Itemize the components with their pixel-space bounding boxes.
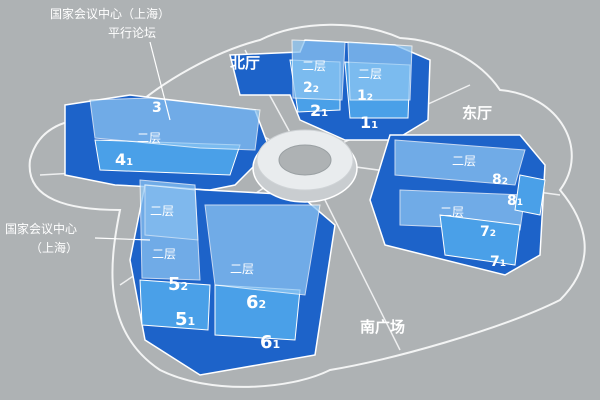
hall-7-2-floor-label: 二层 <box>440 205 464 219</box>
svg-text:21: 21 <box>310 101 328 120</box>
svg-text:41: 41 <box>115 150 133 169</box>
hall-6-1[interactable]: 61 <box>260 332 280 353</box>
svg-text:82: 82 <box>492 172 508 188</box>
center-ring <box>252 129 358 203</box>
south-plaza-label: 南广场 <box>360 318 405 336</box>
svg-text:71: 71 <box>490 254 506 270</box>
svg-text:12: 12 <box>357 88 373 104</box>
forum-leader-line <box>149 41 171 121</box>
north-hall-label: 北厅 <box>230 54 260 72</box>
hall-3[interactable]: 3 <box>152 100 162 116</box>
west-petal <box>64 94 271 191</box>
nec-annotation-line1: 国家会议中心 <box>5 221 77 236</box>
hall-2-2[interactable]: 22 <box>303 80 319 96</box>
svg-text:72: 72 <box>480 224 496 240</box>
south-petal <box>129 179 336 376</box>
svg-text:11: 11 <box>360 113 378 132</box>
nec-leader-line <box>94 237 151 241</box>
east-hall-label: 东厅 <box>462 104 492 122</box>
hall-5-1[interactable]: 51 <box>175 309 195 330</box>
forum-annotation-line1: 国家会议中心（上海） <box>50 6 170 21</box>
hall-2-2-floor-label: 二层 <box>302 59 326 73</box>
hall-5-3-floor-label: 二层 <box>150 204 174 218</box>
hall-5-2[interactable]: 52 <box>168 274 188 295</box>
hall-8-1[interactable]: 81 <box>507 193 523 209</box>
svg-text:62: 62 <box>246 292 266 313</box>
svg-text:52: 52 <box>168 274 188 295</box>
hall-7-1[interactable]: 71 <box>490 254 506 270</box>
hall-5-2-floor-label: 二层 <box>152 247 176 261</box>
hall-1-2[interactable]: 12 <box>357 88 373 104</box>
east-petal <box>369 134 546 276</box>
hall-4-1[interactable]: 41 <box>115 150 133 169</box>
svg-text:51: 51 <box>175 309 195 330</box>
hall-7-2[interactable]: 72 <box>480 224 496 240</box>
site-outline <box>28 23 586 388</box>
hall-2-1[interactable]: 21 <box>310 101 328 120</box>
hall-8-2[interactable]: 82 <box>492 172 508 188</box>
svg-text:3: 3 <box>152 100 162 116</box>
north-petal <box>229 39 431 141</box>
hall-4-2-floor-label: 二层 <box>137 131 161 145</box>
forum-annotation-line2: 平行论坛 <box>108 26 156 40</box>
svg-text:61: 61 <box>260 332 280 353</box>
svg-text:22: 22 <box>303 80 319 96</box>
svg-text:81: 81 <box>507 193 523 209</box>
hall-1-1[interactable]: 11 <box>360 113 378 132</box>
hall-1-2-floor-label: 二层 <box>358 67 382 81</box>
hall-6-2[interactable]: 62 <box>246 292 266 313</box>
nec-annotation-line2: （上海） <box>30 240 78 255</box>
hall-8-2-floor-label: 二层 <box>452 154 476 168</box>
hall-6-2-floor-label: 二层 <box>230 262 254 276</box>
